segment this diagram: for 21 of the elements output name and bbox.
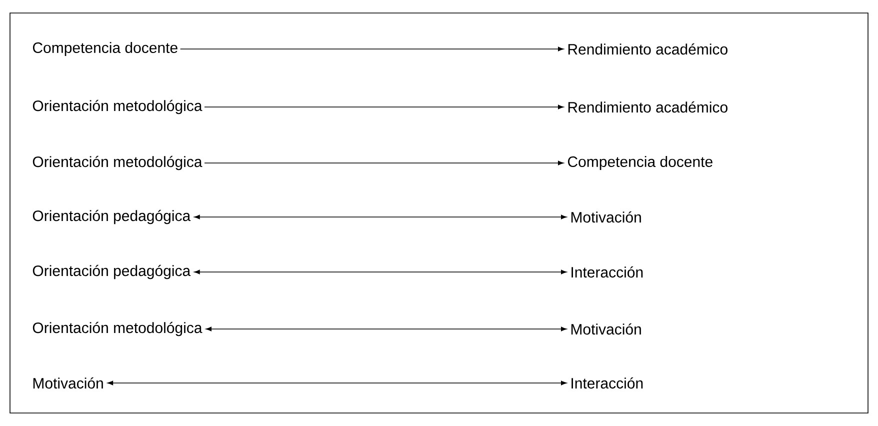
node-label: Orientación pedagógica [32,264,191,280]
node-label: Orientación metodológica [32,322,202,336]
arrow [204,160,564,166]
arrow [204,104,564,110]
node-label: Motivación [571,211,641,223]
arrow [194,214,567,220]
node-label: Motivación [571,323,641,335]
arrow [206,326,567,332]
node-label: Competencia docente [568,156,712,170]
node-label: Rendimiento académico [568,43,728,55]
arrow [180,46,564,52]
arrow [194,270,567,274]
node-label: Orientación metodológica [32,156,202,170]
node-label: Rendimiento académico [568,101,728,113]
node-label: Interacción [572,377,643,389]
node-label: Orientación pedagógica [32,210,191,224]
node-label: Interacción [572,266,643,278]
node-label: Motivación [33,377,103,389]
node-label: Competencia docente [32,42,178,56]
node-label: Orientación metodológica [32,100,202,114]
arrow [107,380,567,386]
